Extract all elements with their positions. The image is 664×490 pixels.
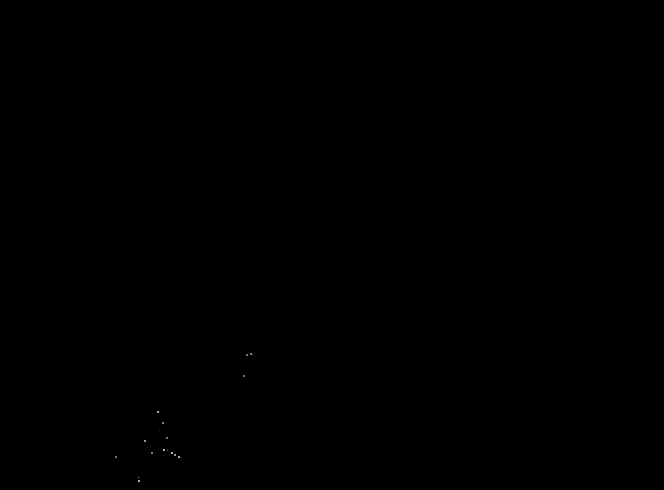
dark-scene-image (0, 0, 664, 490)
black-background-field (0, 0, 664, 490)
